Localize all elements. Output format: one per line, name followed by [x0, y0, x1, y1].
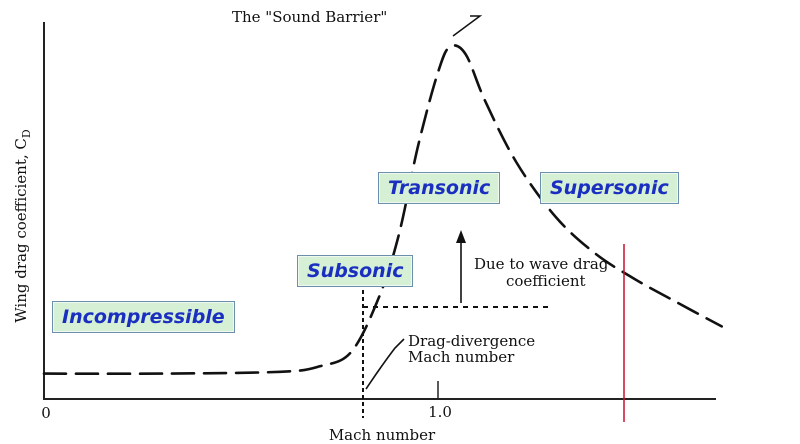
drag-divergence-label-line2: Mach number: [408, 348, 515, 366]
y-axis-label-subscript: D: [20, 129, 33, 138]
x-tick-label-1: 1.0: [428, 403, 452, 421]
subsonic-label: Subsonic: [297, 255, 414, 287]
x-axis-label: Mach number: [329, 426, 436, 444]
x-tick-label-0: 0: [41, 404, 51, 422]
wave-drag-arrowhead: [456, 230, 466, 243]
sound-barrier-label: The "Sound Barrier": [232, 8, 387, 26]
y-axis-label: Wing drag coefficient, CD: [12, 129, 33, 323]
drag-divergence-leader: [365, 338, 405, 390]
wave-drag-label-line2: coefficient: [506, 272, 586, 290]
sound-barrier-leader: [452, 15, 483, 37]
supersonic-label: Supersonic: [540, 172, 679, 204]
y-axis-label-main: Wing drag coefficient, C: [12, 138, 30, 323]
drag-curve-line: [42, 44, 723, 376]
incompressible-label: Incompressible: [52, 301, 235, 333]
wave-drag-label-line1: Due to wave drag: [474, 255, 609, 273]
transonic-label: Transonic: [378, 172, 501, 204]
drag-divergence-label-line1: Drag-divergence: [408, 332, 535, 350]
